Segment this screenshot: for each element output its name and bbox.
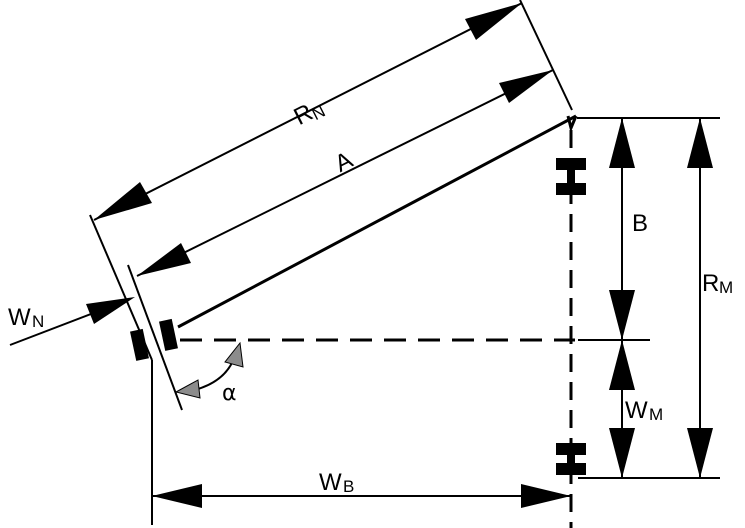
- right-lower-wheel: [556, 443, 586, 475]
- wb-arrow-left: [152, 484, 202, 508]
- alpha-arrowhead-top: [224, 341, 244, 368]
- left-outer-wheel: [130, 328, 149, 361]
- rm-label-main: R: [702, 270, 719, 297]
- wm-arrow-bottom: [609, 428, 635, 478]
- wb-label-sub: B: [343, 477, 354, 496]
- b-arrow-bottom: [609, 290, 635, 340]
- rn-label: R N: [290, 99, 329, 131]
- rn-dimension-line: [93, 2, 523, 221]
- b-arrow-top: [609, 118, 635, 168]
- left-inner-wheel: [159, 318, 178, 351]
- left-extension-line-inner: [127, 264, 183, 411]
- rn-arrow-right: [465, 3, 522, 40]
- wb-label-main: W: [319, 469, 342, 496]
- wm-label: W M: [625, 397, 663, 424]
- alpha-arrowhead-left: [174, 379, 201, 399]
- a-dimension-line: [136, 69, 554, 277]
- angled-axle-line: [177, 114, 577, 329]
- right-upper-wheel: [556, 158, 586, 195]
- wn-label-main: W: [8, 304, 31, 331]
- b-label: B: [632, 210, 648, 237]
- alpha-label: α: [222, 381, 237, 406]
- wm-arrow-top: [609, 340, 635, 390]
- wm-label-sub: M: [649, 405, 663, 424]
- wn-label: W N: [8, 304, 44, 331]
- rn-arrow-left: [94, 182, 152, 220]
- wn-arrowhead: [86, 297, 135, 324]
- wm-label-main: W: [625, 397, 648, 424]
- wb-arrow-right: [521, 484, 571, 508]
- rn-extension-line: [519, 0, 573, 111]
- wn-label-sub: N: [32, 312, 44, 331]
- a-label-text: A: [331, 147, 358, 178]
- a-arrow-right: [499, 70, 553, 103]
- rm-arrow-top: [687, 118, 713, 168]
- rm-label: R M: [702, 270, 733, 297]
- rm-arrow-bottom: [687, 428, 713, 478]
- rm-label-sub: M: [719, 278, 733, 297]
- a-arrow-left: [137, 243, 191, 276]
- a-label: A: [331, 147, 358, 178]
- wb-label: W B: [319, 469, 354, 496]
